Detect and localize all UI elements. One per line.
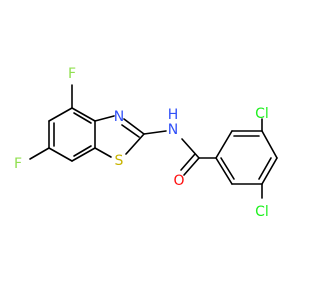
bond-ring-4-double <box>258 157 272 180</box>
bond-ring-6 <box>215 157 233 185</box>
bond-ring-4 <box>261 157 278 185</box>
bond-c3a-c4 <box>71 107 96 122</box>
atom-sulfur-ring: S <box>115 153 124 169</box>
bond-c6-c7 <box>48 147 73 162</box>
atom-nitrogen-ring: N <box>114 109 124 125</box>
bond-c3a-n <box>94 115 115 122</box>
atom-amide-hydrogen: H <box>168 107 179 123</box>
bond-ring-6-double <box>220 157 235 180</box>
atom-label-layer: F F N S N H O Cl Cl <box>14 66 269 220</box>
atom-carbonyl-oxygen: O <box>173 173 184 189</box>
atom-amide-nitrogen: N <box>168 122 178 138</box>
bond-nh-carbonyl <box>181 138 200 159</box>
bond-carbonyl-o <box>183 157 200 176</box>
atom-fluorine-top: F <box>68 66 76 82</box>
bond-carbonyl-o-double <box>180 153 196 171</box>
bond-c7-c7a <box>71 147 96 162</box>
bond-c6-f <box>29 147 50 160</box>
bond-c3a-c4-double <box>73 112 92 124</box>
bond-c7-c7a-double <box>73 145 92 157</box>
bond-layer <box>29 84 278 199</box>
bond-ring-3 <box>261 130 278 159</box>
bond-c4-c5 <box>48 107 73 122</box>
atom-chlorine-bottom: Cl <box>255 204 269 220</box>
bond-ring-1 <box>215 130 233 159</box>
bond-n-c2-double <box>121 124 140 138</box>
atom-fluorine-left: F <box>14 156 22 172</box>
bond-c2-s <box>125 133 145 155</box>
bond-n-c2 <box>123 118 145 135</box>
atom-chlorine-top: Cl <box>255 106 269 122</box>
molecule-canvas: F F N S N H O Cl Cl <box>13 66 278 220</box>
bond-c2-nh <box>143 130 167 135</box>
bond-s-c7a <box>94 147 112 158</box>
molecule-structure: F F N S N H O Cl Cl <box>14 66 278 220</box>
